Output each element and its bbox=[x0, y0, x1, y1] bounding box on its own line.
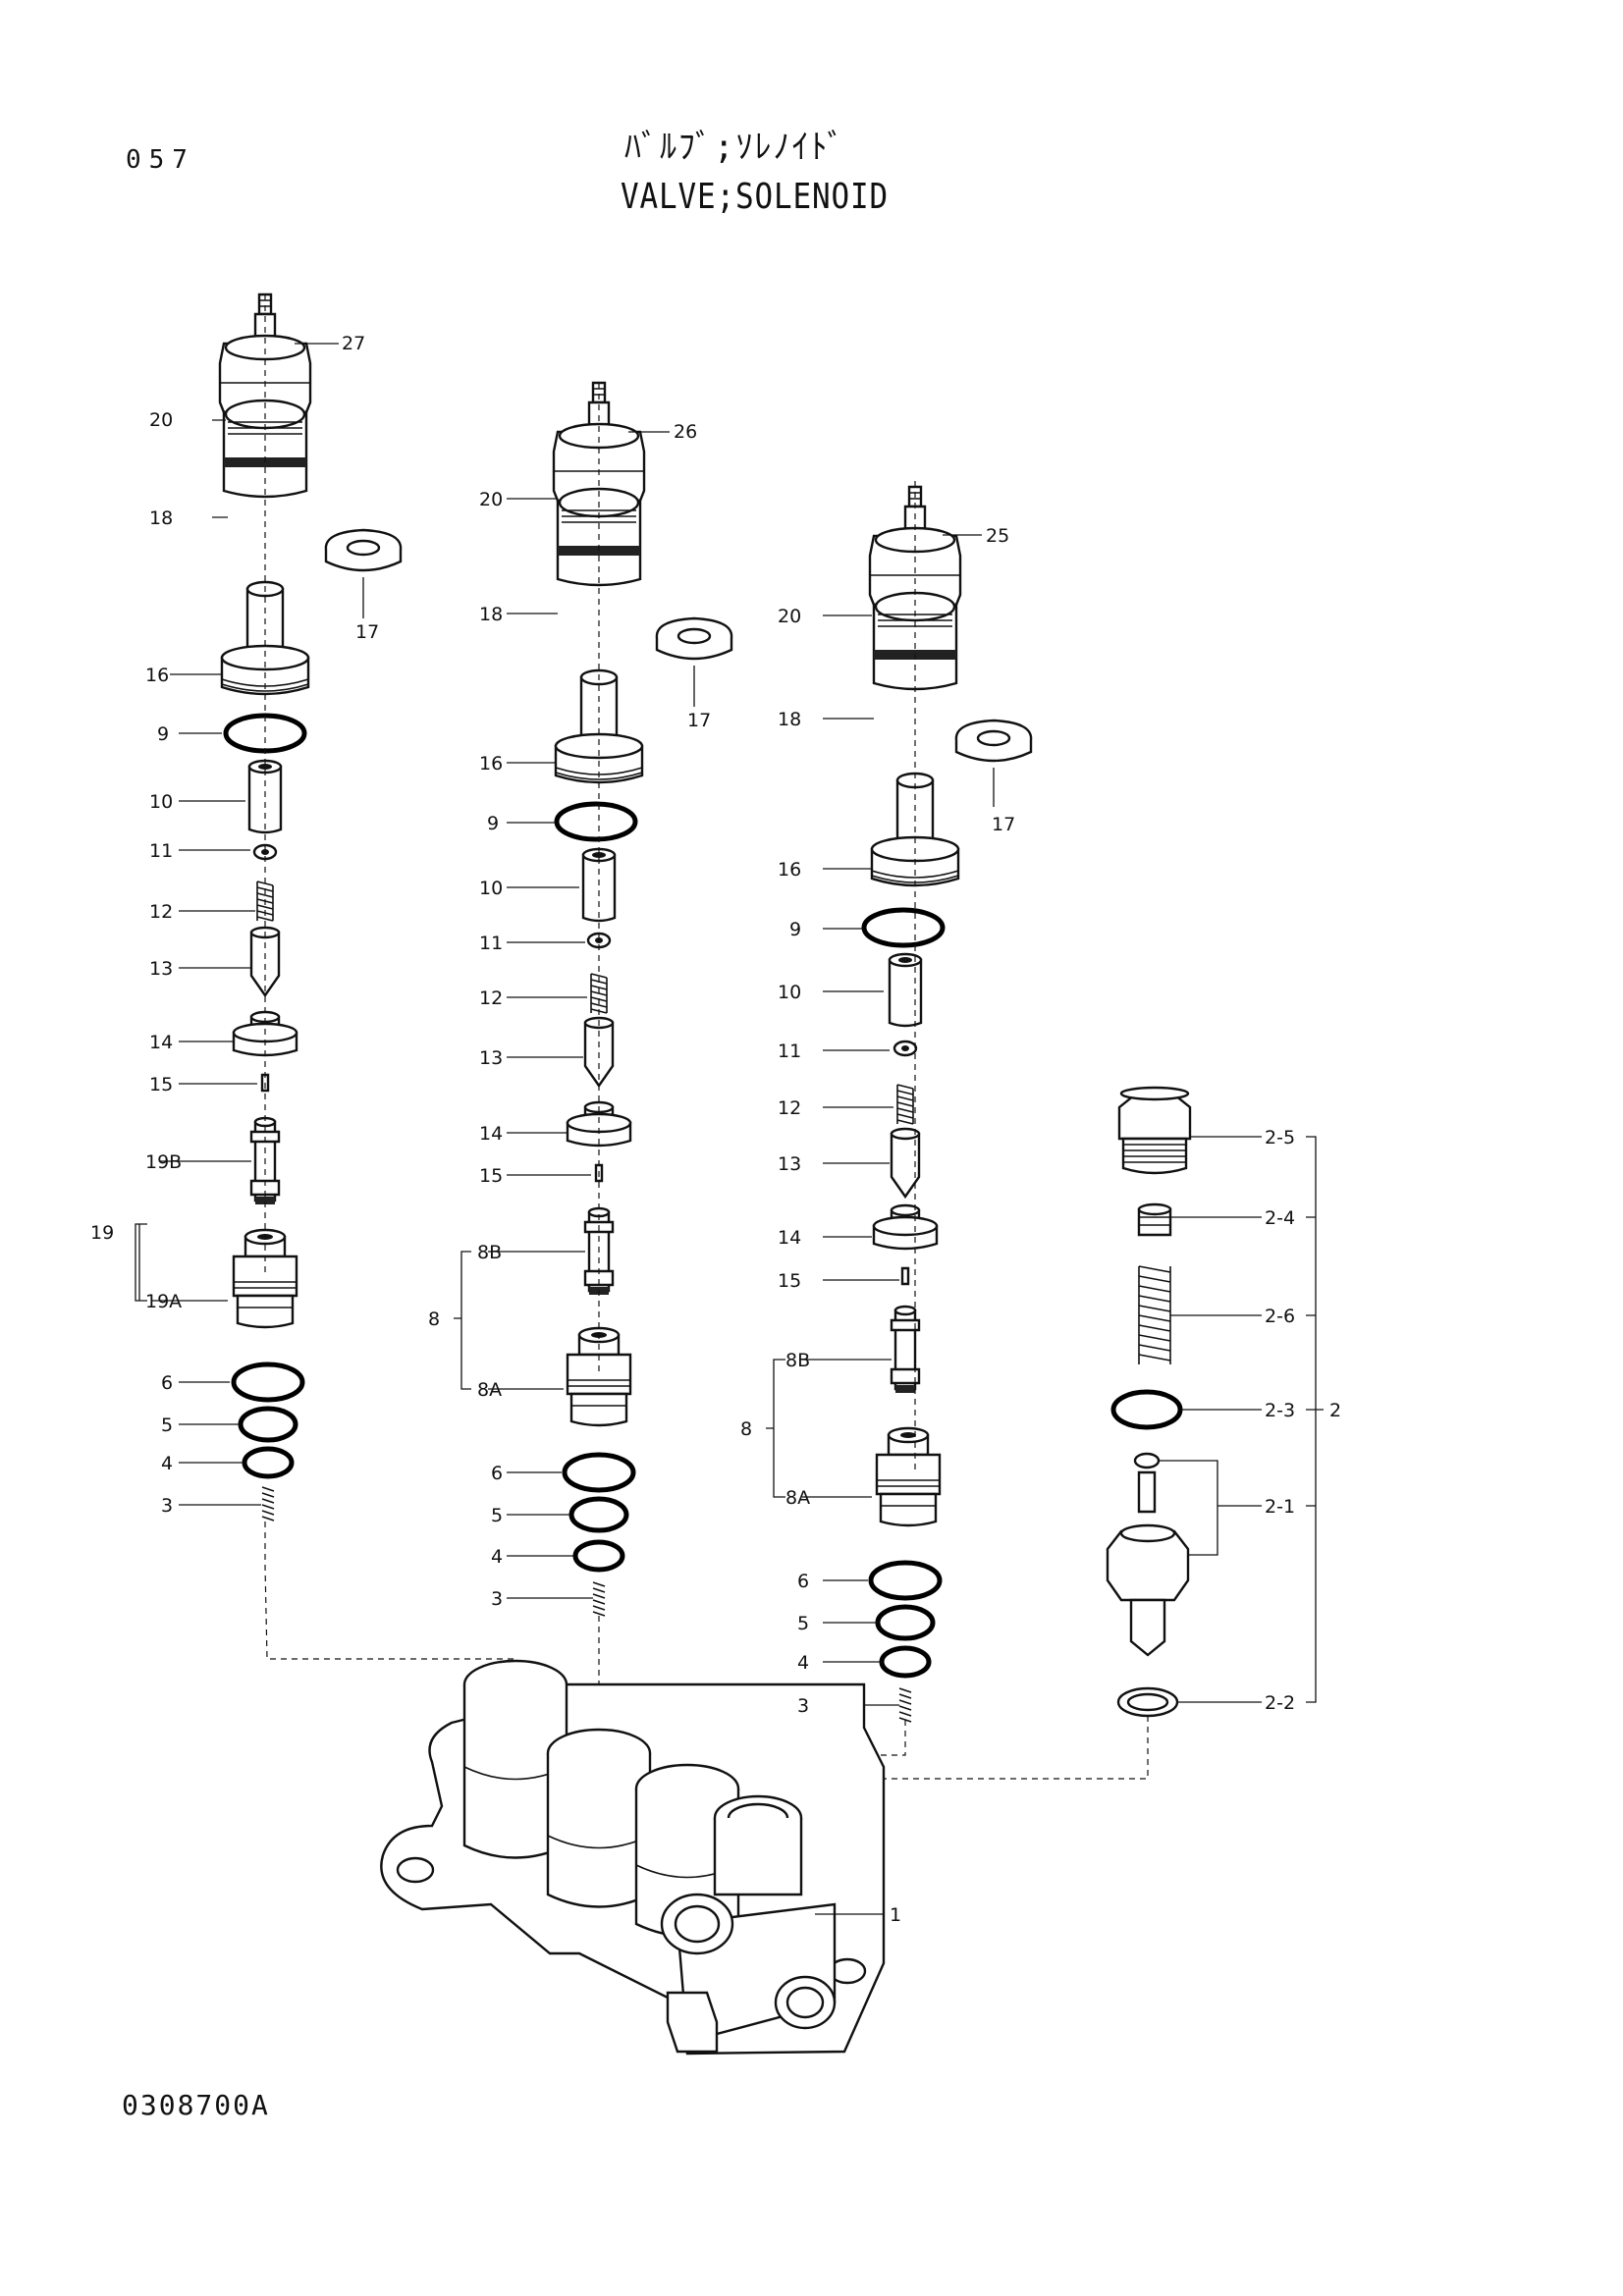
label-18: 18 bbox=[479, 604, 503, 625]
label-8: 8 bbox=[740, 1418, 752, 1440]
label-8a: 8A bbox=[477, 1379, 502, 1401]
label-17: 17 bbox=[992, 814, 1015, 835]
label-8b: 8B bbox=[785, 1350, 810, 1371]
label-19a: 19A bbox=[145, 1291, 182, 1312]
label-13: 13 bbox=[149, 958, 173, 980]
label-3: 3 bbox=[161, 1495, 173, 1517]
label-16: 16 bbox=[145, 665, 169, 686]
label-20: 20 bbox=[778, 606, 801, 627]
label-9: 9 bbox=[487, 813, 499, 834]
label-18: 18 bbox=[149, 507, 173, 529]
callout-labels-relief: 2-5 2-4 2-6 2-3 2 2-1 2-2 bbox=[1265, 1127, 1341, 1714]
label-2-1: 2-1 bbox=[1265, 1496, 1295, 1518]
label-12: 12 bbox=[778, 1097, 801, 1119]
label-25: 25 bbox=[986, 525, 1009, 547]
label-20: 20 bbox=[479, 489, 503, 510]
label-12: 12 bbox=[149, 901, 173, 923]
label-5: 5 bbox=[797, 1613, 809, 1634]
label-5: 5 bbox=[491, 1505, 503, 1526]
label-19b: 19B bbox=[145, 1151, 182, 1173]
callout-labels-right: 25 20 18 17 16 9 10 11 12 13 14 15 8B 8 … bbox=[740, 525, 1015, 1717]
label-27: 27 bbox=[342, 333, 365, 354]
label-20: 20 bbox=[149, 409, 173, 431]
label-11: 11 bbox=[479, 933, 503, 954]
assembly-left bbox=[135, 293, 516, 1684]
label-3: 3 bbox=[797, 1695, 809, 1717]
label-26: 26 bbox=[674, 421, 697, 443]
callout-labels-middle: 26 20 18 17 16 9 10 11 12 13 14 15 8B 8 … bbox=[428, 421, 711, 1610]
label-9: 9 bbox=[157, 723, 169, 745]
label-1: 1 bbox=[890, 1904, 901, 1926]
label-2: 2 bbox=[1329, 1400, 1341, 1421]
label-19: 19 bbox=[90, 1222, 114, 1244]
label-6: 6 bbox=[161, 1372, 173, 1394]
label-2-5: 2-5 bbox=[1265, 1127, 1295, 1148]
label-2-4: 2-4 bbox=[1265, 1207, 1295, 1229]
label-12: 12 bbox=[479, 988, 503, 1009]
label-4: 4 bbox=[491, 1546, 503, 1568]
label-13: 13 bbox=[778, 1153, 801, 1175]
label-10: 10 bbox=[778, 982, 801, 1003]
label-2-3: 2-3 bbox=[1265, 1400, 1295, 1421]
label-11: 11 bbox=[778, 1041, 801, 1062]
label-15: 15 bbox=[778, 1270, 801, 1292]
label-6: 6 bbox=[491, 1463, 503, 1484]
label-14: 14 bbox=[479, 1123, 503, 1145]
label-3: 3 bbox=[491, 1588, 503, 1610]
label-5: 5 bbox=[161, 1415, 173, 1436]
label-10: 10 bbox=[149, 791, 173, 813]
label-2-2: 2-2 bbox=[1265, 1692, 1295, 1714]
label-13: 13 bbox=[479, 1047, 503, 1069]
label-8a: 8A bbox=[785, 1487, 810, 1509]
label-9: 9 bbox=[789, 919, 801, 940]
page-number: 057 bbox=[126, 145, 195, 175]
label-4: 4 bbox=[797, 1652, 809, 1674]
label-16: 16 bbox=[479, 753, 503, 774]
label-8b: 8B bbox=[477, 1242, 502, 1263]
label-15: 15 bbox=[479, 1165, 503, 1187]
label-4: 4 bbox=[161, 1453, 173, 1474]
label-14: 14 bbox=[149, 1032, 173, 1053]
label-6: 6 bbox=[797, 1571, 809, 1592]
label-11: 11 bbox=[149, 840, 173, 862]
callout-labels-left: 27 20 18 17 16 9 10 11 12 13 14 15 19B 1… bbox=[90, 333, 379, 1517]
label-17: 17 bbox=[355, 621, 379, 643]
label-17: 17 bbox=[687, 710, 711, 731]
label-8: 8 bbox=[428, 1308, 440, 1330]
label-2-6: 2-6 bbox=[1265, 1306, 1295, 1327]
assembly-right bbox=[686, 481, 1033, 1767]
label-14: 14 bbox=[778, 1227, 801, 1249]
label-18: 18 bbox=[778, 709, 801, 730]
label-16: 16 bbox=[778, 859, 801, 881]
title-english: VALVE;SOLENOID bbox=[621, 177, 889, 217]
label-10: 10 bbox=[479, 878, 503, 899]
assembly-middle bbox=[454, 381, 733, 1733]
valve-body bbox=[380, 1659, 886, 2056]
callout-labels-body: 1 bbox=[890, 1904, 901, 1926]
drawing-code: 0308700A bbox=[122, 2089, 270, 2121]
title-japanese: ﾊﾞﾙﾌﾞ;ｿﾚﾉｲﾄﾞ bbox=[624, 128, 846, 167]
label-15: 15 bbox=[149, 1074, 173, 1095]
